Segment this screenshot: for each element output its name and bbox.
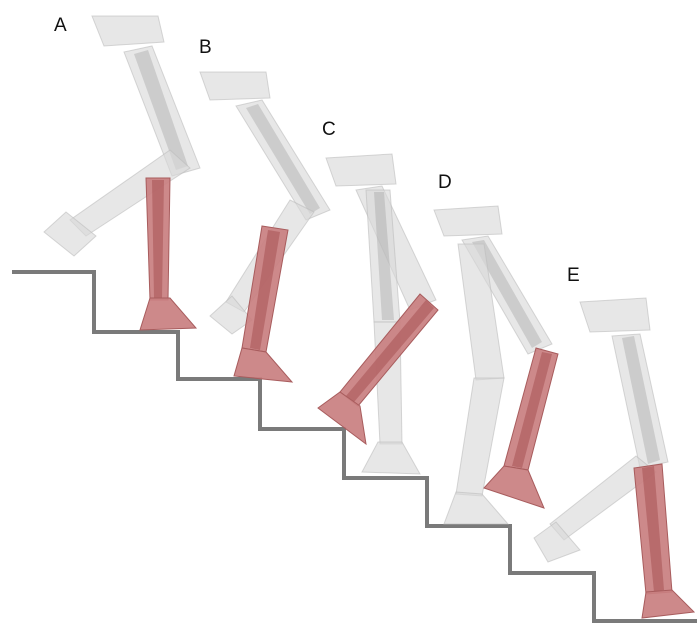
phase-e-figure: E <box>533 265 696 619</box>
phase-a-thigh-back <box>123 45 201 177</box>
phase-b-thigh-back <box>235 99 331 221</box>
phase-c-red-shank-shade <box>346 300 434 402</box>
phase-b-red-shank-shade <box>250 230 280 350</box>
phase-d-foot-front <box>443 491 510 525</box>
phase-a-red-shank-shade <box>152 180 164 298</box>
phase-c-foot-front <box>361 441 421 475</box>
phase-d-red-foot <box>483 465 545 509</box>
staircase <box>12 270 697 623</box>
phase-e-red-foot <box>641 589 696 619</box>
phase-a-red-foot <box>139 297 198 331</box>
phase-c-thigh-front-shade <box>374 192 394 320</box>
phase-a-pelvis <box>91 15 165 47</box>
phase-e-label: E <box>567 265 580 286</box>
phase-a-label: A <box>54 15 67 36</box>
phase-c-figure: C <box>317 119 439 475</box>
phase-d-red-shank-shade <box>512 352 552 468</box>
phase-c-pelvis <box>325 153 397 187</box>
phase-d-pelvis <box>433 205 503 237</box>
phase-c-red-foot <box>317 391 367 446</box>
phase-e-red-shank-shade <box>642 466 664 592</box>
phase-a-foot-back <box>43 211 97 257</box>
phase-d-figure: D <box>433 172 559 525</box>
phase-d-thigh-back-shade <box>472 240 542 348</box>
phase-e-pelvis <box>579 297 651 333</box>
phase-b-label: B <box>199 37 212 58</box>
phase-b-pelvis <box>199 71 271 101</box>
phase-a-shank-back <box>69 149 191 237</box>
phase-a-thigh-back-shade <box>134 50 188 170</box>
phase-c-label: C <box>322 119 336 140</box>
phase-e-thigh-back <box>611 333 669 469</box>
phase-b-red-foot <box>233 347 294 383</box>
phase-b-figure: B <box>199 37 331 383</box>
phase-e-foot-back <box>533 521 581 563</box>
phase-b-thigh-back-shade <box>246 104 320 214</box>
phase-d-label: D <box>438 172 452 193</box>
phase-e-thigh-back-shade <box>622 336 660 464</box>
phase-a-figure: A <box>43 15 201 331</box>
